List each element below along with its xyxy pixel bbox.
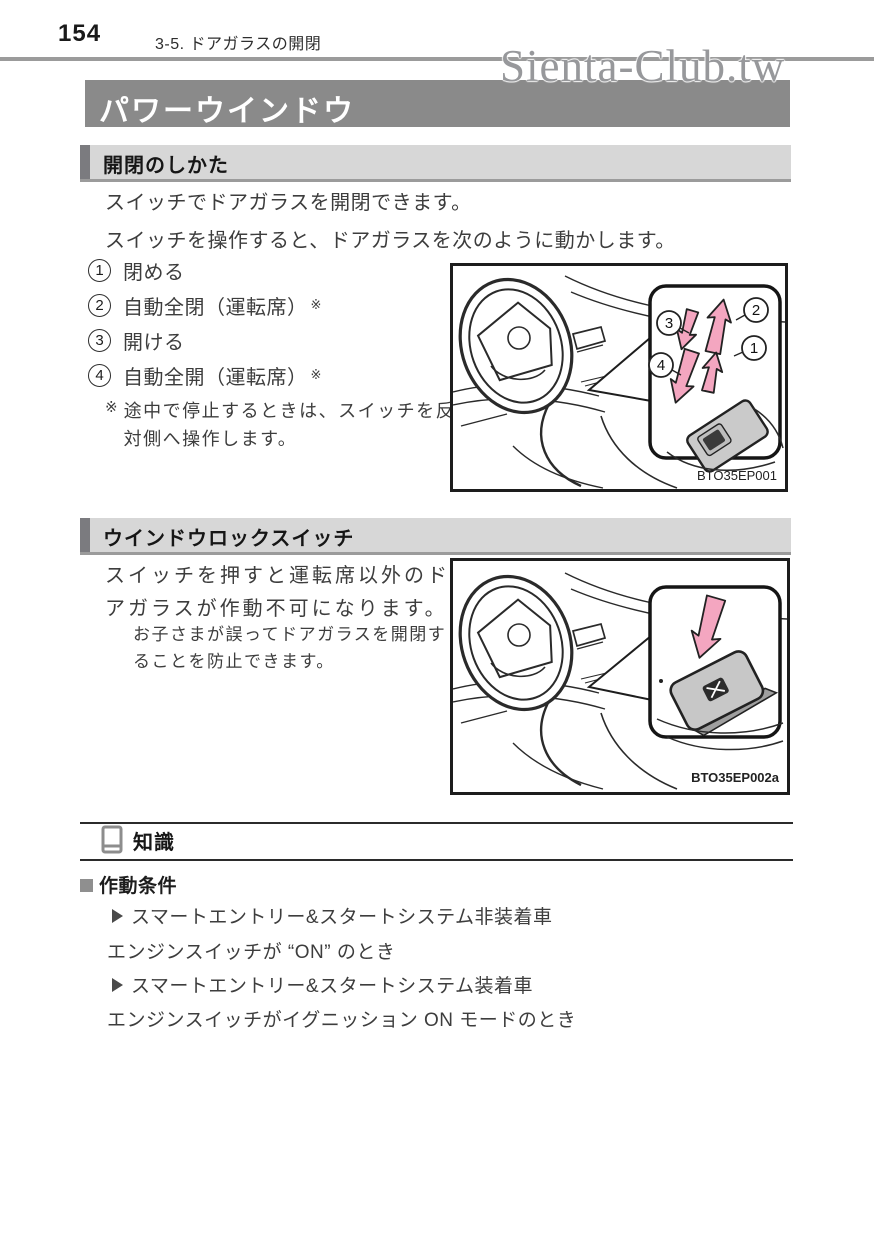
header-rule: [0, 57, 874, 61]
figure-number-callouts: 2 3 1 4: [648, 297, 769, 378]
book-icon: [101, 825, 123, 854]
breadcrumb: 3-5. ドアガラスの開閉: [155, 36, 322, 53]
list-item-label: 自動全閉（運転席）: [123, 296, 308, 319]
circled-number: 4: [88, 363, 111, 387]
list-item: 1 閉める: [88, 258, 321, 284]
figure-caption: BTO35EP002a: [691, 770, 780, 785]
direction-arrows: [669, 298, 732, 404]
footnote-marker: ※: [310, 367, 322, 382]
section-bar-open-close: 開閉のしかた: [80, 145, 791, 182]
footnote: ※ 途中で停止するときは、スイッチを反対側へ操作します。: [105, 397, 456, 453]
svg-text:1: 1: [750, 340, 758, 357]
square-bullet-icon: [80, 879, 93, 892]
window-lock-button-sketch: [669, 650, 779, 737]
section-heading: 開閉のしかた: [103, 155, 229, 177]
condition-line: エンジンスイッチが “ON” のとき: [107, 942, 396, 963]
paragraph: スイッチを操作すると、ドアガラスを次のように動かします。: [105, 230, 676, 252]
sub-note: お子さまが誤ってドアガラスを開閉することを防止できます。: [133, 625, 447, 671]
list-item: 2 自動全閉（運転席） ※: [88, 293, 322, 319]
figure-caption: BTO35EP001: [697, 468, 777, 483]
footnote-text: 途中で停止するときは、スイッチを反対側へ操作します。: [123, 401, 456, 449]
condition-line: スマートエントリー&スタートシステム装着車: [112, 971, 533, 998]
circled-number: 1: [88, 258, 111, 282]
triangle-bullet-icon: [112, 908, 123, 923]
paragraph: スイッチを押すと運転席以外のドアガラスが作動不可になります。: [105, 565, 450, 620]
page-title: パワーウインドウ: [99, 95, 355, 128]
switch-action-list: 1 閉める 2 自動全閉（運転席） ※ 3 開ける 4 自動全開（運転席） ※: [88, 258, 321, 398]
paragraph: スイッチでドアガラスを開閉できます。: [105, 192, 472, 214]
section-bar-window-lock: ウインドウロックスイッチ: [80, 518, 791, 555]
operating-conditions-heading: 作動条件: [80, 871, 177, 898]
chapter-banner: パワーウインドウ: [85, 80, 790, 128]
svg-text:4: 4: [657, 357, 665, 374]
knowledge-rule-top: [80, 822, 793, 824]
condition-line: スマートエントリー&スタートシステム非装着車: [112, 902, 553, 929]
watermark: Sienta-Club.tw: [500, 41, 786, 91]
list-item: 3 開ける: [88, 328, 321, 354]
window-switch-sketch: [686, 399, 769, 473]
callout-leader: [586, 628, 658, 703]
list-item: 4 自動全開（運転席） ※: [88, 363, 322, 389]
steering-wheel-sketch: [458, 277, 574, 415]
section-bar-accent: [80, 145, 90, 179]
condition-line: エンジンスイッチがイグニッション ON モードのとき: [107, 1010, 577, 1031]
dashboard-illustration: BTO35EP002a: [453, 572, 787, 790]
steering-wheel-sketch: [458, 574, 574, 712]
circled-number: 3: [88, 328, 111, 352]
knowledge-heading: 知識: [133, 831, 175, 854]
section-bar-accent: [80, 518, 90, 552]
list-item-label: 開ける: [123, 331, 185, 354]
list-item-label: 自動全開（運転席）: [123, 366, 308, 389]
page-number: 154: [58, 20, 102, 47]
footnote-marker: ※: [310, 297, 322, 312]
svg-text:2: 2: [752, 302, 760, 319]
circled-number: 2: [88, 293, 111, 317]
dashboard-illustration: 2 3 1 4 BTO35EP001: [453, 275, 785, 489]
arrow-up: [701, 351, 724, 394]
figure-power-window-switch: 2 3 1 4 BTO35EP001: [450, 263, 788, 492]
knowledge-rule-bottom: [80, 859, 793, 861]
list-item-label: 閉める: [123, 261, 185, 284]
svg-text:3: 3: [665, 315, 673, 332]
arrow-auto-down: [669, 347, 700, 404]
section-heading: ウインドウロックスイッチ: [103, 528, 355, 550]
figure-window-lock-switch: BTO35EP002a: [450, 558, 790, 795]
arrow-press-down: [690, 594, 727, 659]
triangle-bullet-icon: [112, 977, 123, 992]
window-switch-icon: [702, 429, 725, 451]
footnote-marker: ※: [105, 399, 118, 416]
arrow-auto-up: [704, 298, 732, 355]
knowledge-heading-row: 知識: [100, 825, 175, 855]
window-lock-icon: [702, 677, 729, 702]
